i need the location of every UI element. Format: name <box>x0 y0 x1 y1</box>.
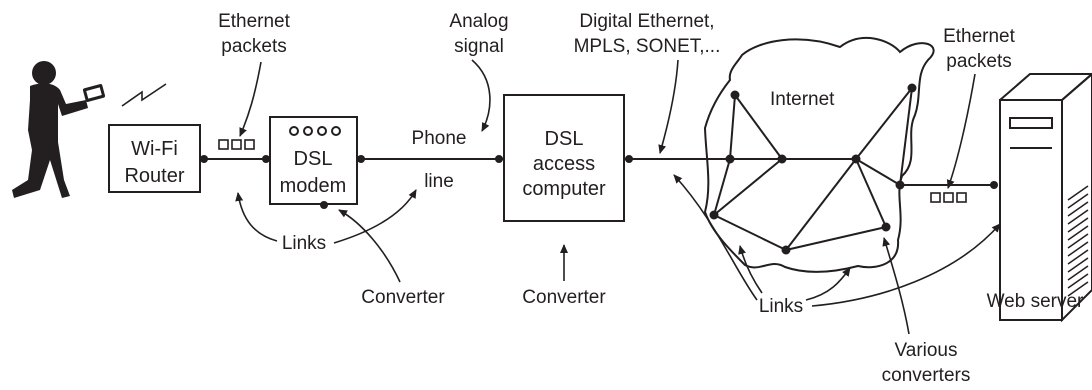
svg-text:Ethernet: Ethernet <box>943 26 1016 47</box>
svg-text:Various: Various <box>894 340 957 361</box>
links-right-label: Links <box>759 296 803 317</box>
dsl-modem-label: DSL <box>294 148 333 170</box>
indicator-lights-icon <box>289 126 341 136</box>
svg-text:Analog: Analog <box>449 11 508 32</box>
dsl-access-computer-box: DSL access computer <box>503 94 625 222</box>
dsl-modem-label-line2: modem <box>280 175 347 197</box>
internet-label: Internet <box>770 89 835 110</box>
links-left-label: Links <box>282 233 326 254</box>
svg-text:packets: packets <box>946 51 1011 72</box>
svg-text:line: line <box>424 171 454 192</box>
internet-cloud <box>703 37 935 273</box>
wifi-router-box: Wi-Fi Router <box>108 124 201 193</box>
svg-text:Ethernet: Ethernet <box>218 11 291 32</box>
annotation-arrows <box>235 59 1001 335</box>
analog-signal-label: Analog signal <box>449 11 508 57</box>
dsl-access-label-line3: computer <box>522 178 606 200</box>
svg-text:converters: converters <box>882 365 971 386</box>
internet-mesh <box>709 83 917 255</box>
wireless-signal-icon <box>121 83 167 107</box>
various-converters-label: Various converters <box>882 340 971 386</box>
svg-text:packets: packets <box>221 36 286 57</box>
svg-text:Digital Ethernet,: Digital Ethernet, <box>579 11 714 32</box>
person-with-tablet-icon <box>12 61 106 198</box>
converter-access-label: Converter <box>522 287 606 308</box>
ethernet-packets-right-label: Ethernet packets <box>943 26 1016 72</box>
wifi-router-label: Wi-Fi <box>131 138 178 160</box>
link-nodes <box>200 155 998 209</box>
svg-text:signal: signal <box>454 36 504 57</box>
phone-line-label: Phone line <box>412 128 467 192</box>
converter-modem-label: Converter <box>361 287 445 308</box>
svg-text:Phone: Phone <box>412 128 467 149</box>
digital-protocols-label: Digital Ethernet, MPLS, SONET,... <box>574 11 721 57</box>
dsl-modem-box: DSL modem <box>269 116 358 205</box>
svg-text:MPLS, SONET,...: MPLS, SONET,... <box>574 36 721 57</box>
web-server-label: Web server <box>987 291 1084 312</box>
wifi-router-label-line2: Router <box>124 165 184 187</box>
web-server-icon <box>999 72 1092 323</box>
dsl-access-label-line2: access <box>533 153 595 175</box>
packet-squares-icon <box>218 139 255 150</box>
ethernet-packets-left-label: Ethernet packets <box>218 11 291 57</box>
packet-squares-icon-right <box>930 192 967 203</box>
dsl-access-label: DSL <box>545 128 584 150</box>
